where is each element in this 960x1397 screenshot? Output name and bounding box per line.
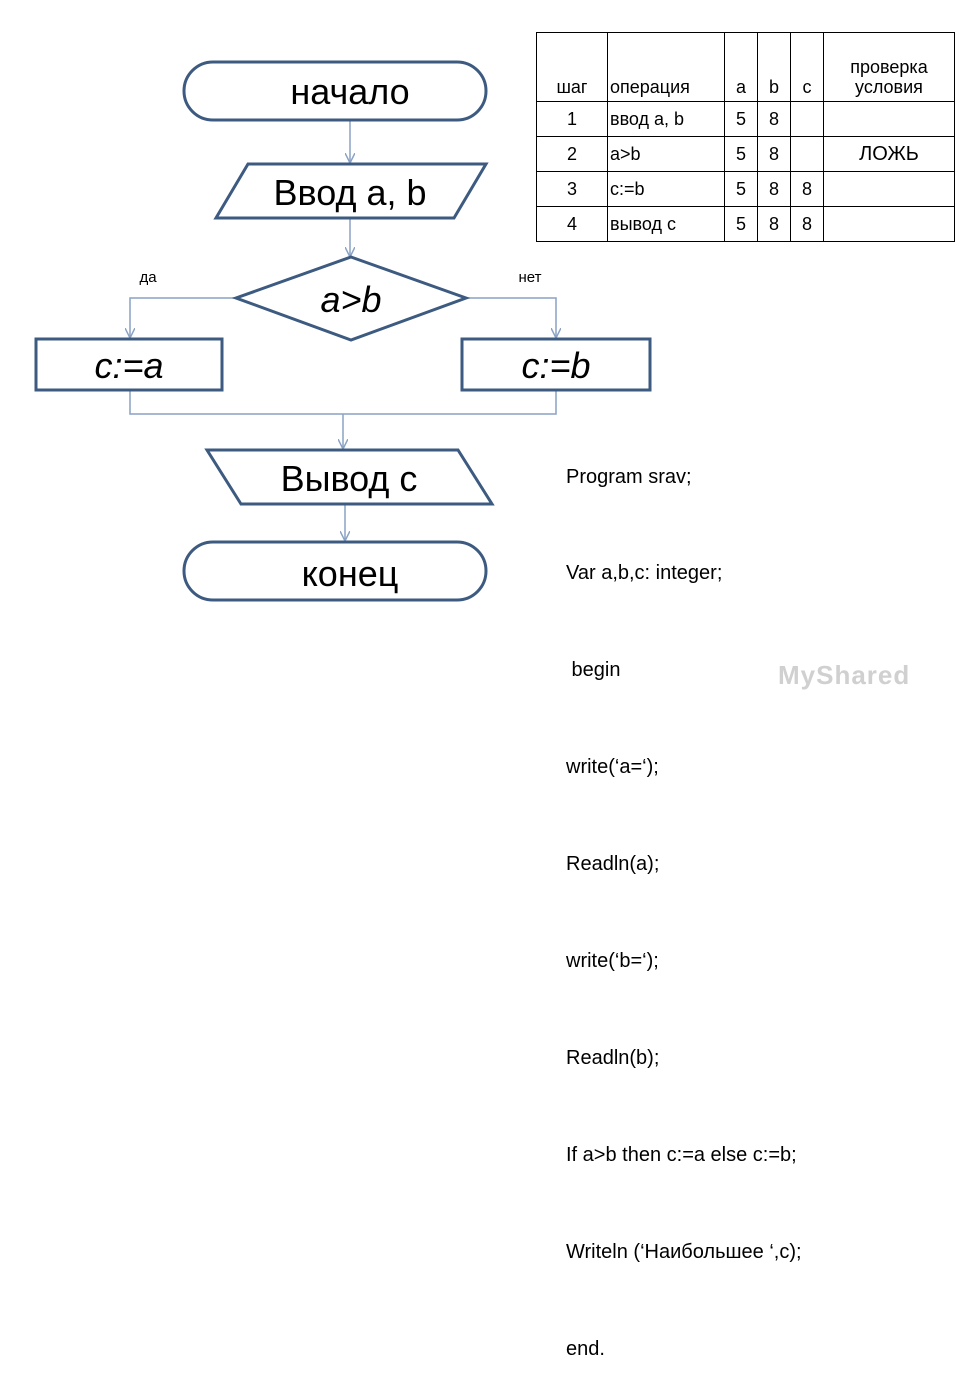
code-line: Program srav; [566,465,692,488]
header-step: шаг [536,32,608,102]
arrow-no-branch [466,297,556,337]
yes-label: да [139,269,157,286]
cell-b: 8 [757,136,791,172]
cell-operation: вывод c [607,206,725,242]
code-line: begin [566,659,621,682]
code-line: Readln(b); [566,1046,660,1069]
code-line: Var a,b,c: integer; [566,562,723,585]
input-label: Ввод a, b [273,172,426,213]
start-label: начало [290,71,409,112]
end-label: конец [302,553,399,594]
header-operation: операция [607,32,725,102]
trace-table: шаг операция a b c проверка условия 1 вв… [536,32,955,242]
end-terminator [182,540,488,602]
code-line: write(‘b=‘); [566,950,659,973]
cell-a: 5 [724,206,758,242]
cell-step: 4 [536,206,608,242]
code-line: Writeln (‘Наибольшее ‘,c); [566,1240,802,1263]
code-line: Readln(a); [566,853,660,876]
code-line: If a>b then c:=a else c:=b; [566,1143,797,1166]
arrow-yes-branch [130,297,236,337]
code-line: end. [566,1337,605,1360]
assign-no-block [460,337,652,392]
assign-no-label: c:=b [521,345,590,386]
assign-yes-block [34,337,224,392]
merge-line [129,390,557,415]
cell-c [790,136,824,172]
input-block [213,162,489,220]
cell-b: 8 [757,101,791,137]
cell-c [790,101,824,137]
table-row: 4 вывод c 5 8 8 [536,206,955,242]
cell-a: 5 [724,171,758,207]
code-line: write(‘a=‘); [566,756,659,779]
cell-c: 8 [790,206,824,242]
cell-check [823,171,955,207]
cell-a: 5 [724,101,758,137]
cell-check: ЛОЖЬ [823,136,955,172]
cell-check [823,101,955,137]
output-label: Вывод c [281,458,418,499]
header-a: a [724,32,758,102]
output-block [204,448,495,506]
trace-table-header: шаг операция a b c проверка условия [536,32,955,102]
condition-label: a>b [320,279,381,320]
cell-operation: ввод a, b [607,101,725,137]
cell-check [823,206,955,242]
cell-a: 5 [724,136,758,172]
table-row: 2 a>b 5 8 ЛОЖЬ [536,136,955,172]
pascal-code-listing: Program srav; Var a,b,c: integer; begin … [566,396,802,1397]
cell-step: 3 [536,171,608,207]
cell-b: 8 [757,206,791,242]
header-c: c [790,32,824,102]
cell-b: 8 [757,171,791,207]
cell-c: 8 [790,171,824,207]
table-row: 3 c:=b 5 8 8 [536,171,955,207]
cell-operation: a>b [607,136,725,172]
watermark-logo: MyShared [778,660,911,690]
condition-diamond [231,255,471,342]
table-row: 1 ввод a, b 5 8 [536,101,955,137]
cell-step: 1 [536,101,608,137]
header-b: b [757,32,791,102]
start-terminator [182,60,488,122]
assign-yes-label: c:=a [94,345,163,386]
flowchart: начало Ввод a, b a>b да нет c:=a c:=b Вы… [34,60,652,602]
cell-operation: c:=b [607,171,725,207]
cell-step: 2 [536,136,608,172]
header-check: проверка условия [823,32,955,102]
no-label: нет [519,269,542,286]
connectors [130,120,556,540]
